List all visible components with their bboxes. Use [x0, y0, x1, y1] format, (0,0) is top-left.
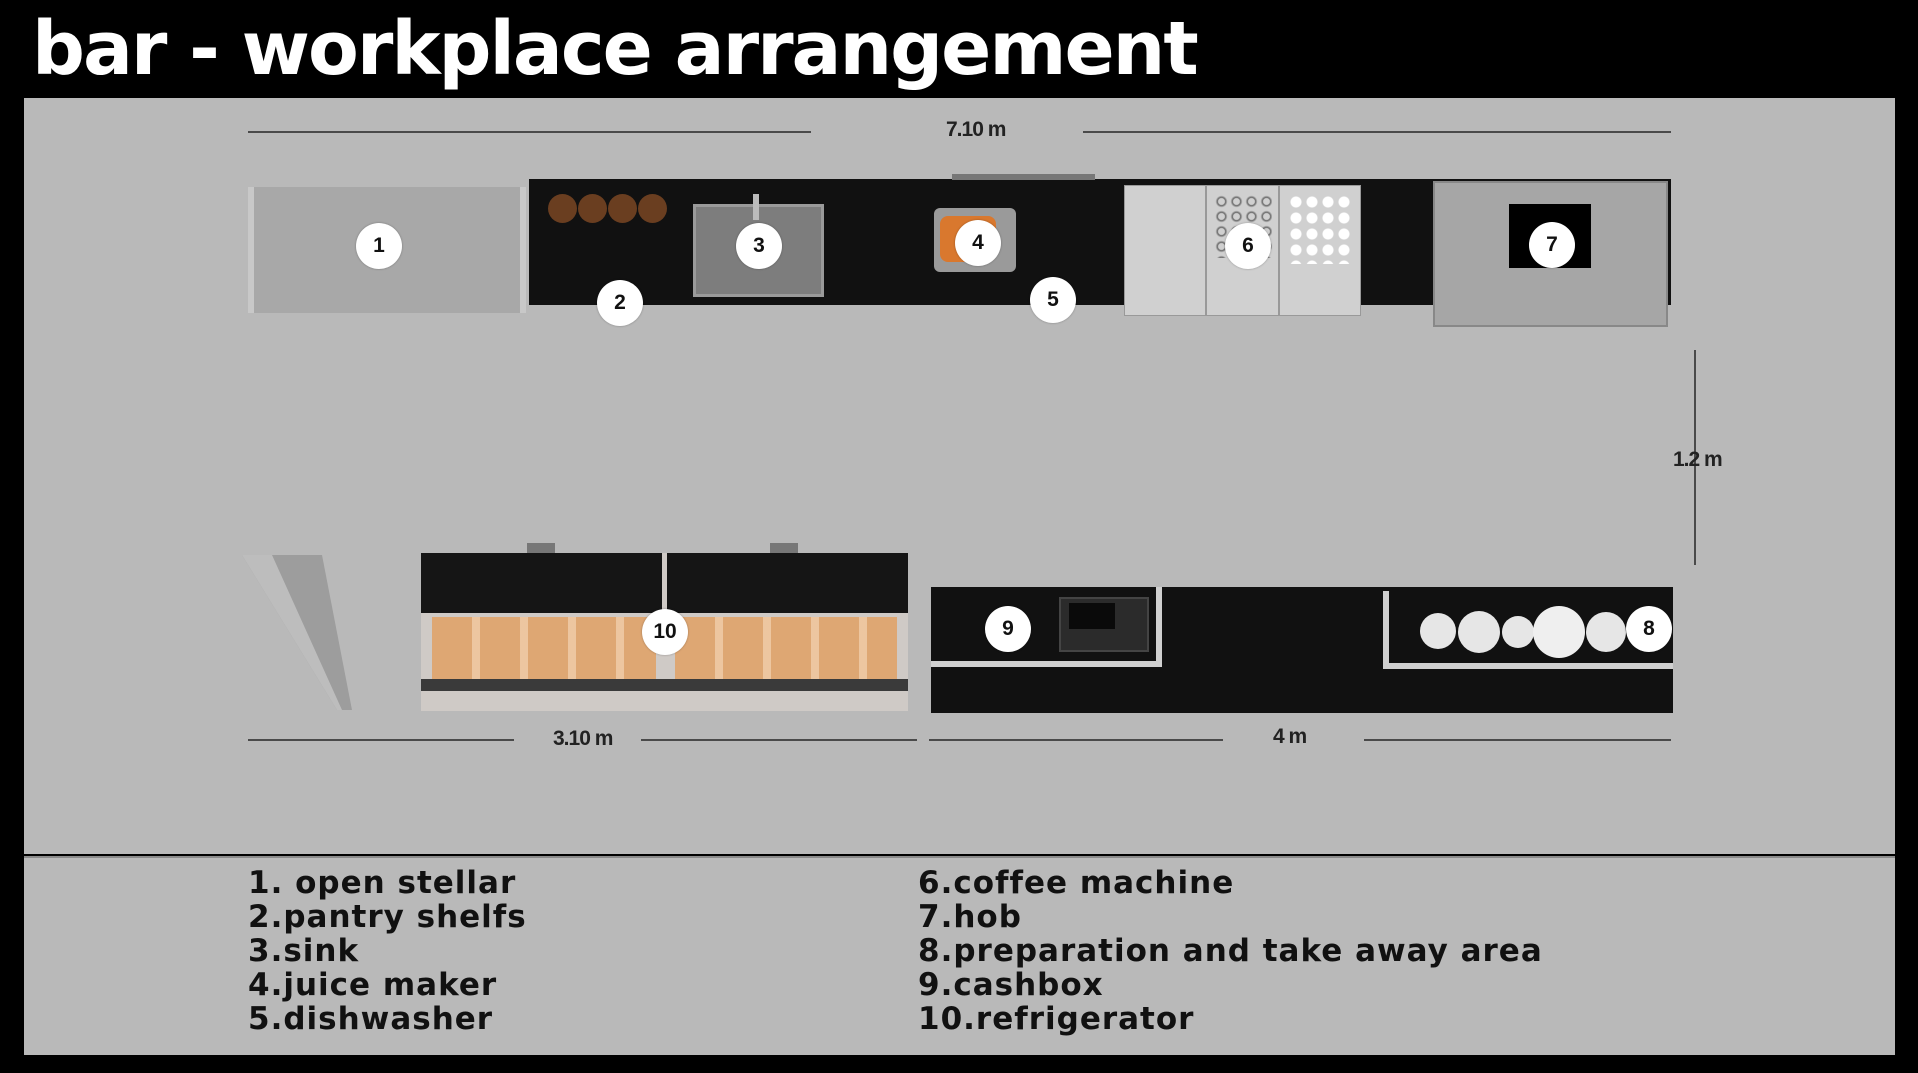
plate-icon [1533, 606, 1585, 658]
counter-edge [952, 174, 1095, 180]
handle-icon [527, 543, 555, 553]
legend-item-4: 4.juice maker [248, 967, 498, 1003]
top-dimension-label: 7.10 m [946, 118, 1006, 141]
marker-2: 2 [597, 280, 643, 326]
bowl-icon [548, 194, 577, 223]
legend-item-5: 5.dishwasher [248, 1001, 494, 1037]
pastries-tray [432, 617, 656, 689]
bowl-icon [608, 194, 637, 223]
refrigerator-lid [421, 553, 662, 613]
bottom-right-dimension-line-b [1364, 739, 1671, 741]
marker-5: 5 [1030, 277, 1076, 323]
refrigerator-lid [667, 553, 908, 613]
bottom-right-dimension-line-a [929, 739, 1223, 741]
marker-10: 10 [642, 609, 688, 655]
top-dimension-line-left [248, 131, 811, 133]
top-dimension-line-right [1083, 131, 1671, 133]
bowl-icon [638, 194, 667, 223]
bottom-left-dimension-label: 3.10 m [553, 727, 613, 750]
plate-icon [1420, 613, 1456, 649]
handle-icon [770, 543, 798, 553]
bowl-icon [578, 194, 607, 223]
legend-item-6: 6.coffee machine [918, 865, 1235, 901]
bottom-left-dimension-line-b [641, 739, 917, 741]
coffee-machine-divider [1278, 185, 1280, 316]
counter-inset [931, 587, 1162, 667]
marker-7: 7 [1529, 222, 1575, 268]
refrigerator-base [421, 679, 908, 691]
legend-item-10: 10.refrigerator [918, 1001, 1195, 1037]
legend-panel [24, 856, 1895, 1055]
page-title: bar - workplace arrangement [32, 6, 1199, 92]
legend-item-1: 1. open stellar [248, 865, 517, 901]
legend-item-9: 9.cashbox [918, 967, 1104, 1003]
plate-icon [1458, 611, 1500, 653]
bottom-left-dimension-line-a [248, 739, 514, 741]
cups-icon [1288, 194, 1352, 264]
legend-item-3: 3.sink [248, 933, 360, 969]
marker-8: 8 [1626, 606, 1672, 652]
marker-3: 3 [736, 223, 782, 269]
counter-inset [1383, 591, 1673, 669]
marker-4: 4 [955, 220, 1001, 266]
coffee-machine-divider [1205, 185, 1207, 316]
aisle-dimension-label: 1.2 m [1673, 448, 1723, 471]
legend-item-2: 2.pantry shelfs [248, 899, 527, 935]
glass-panel [242, 555, 352, 710]
bottom-right-dimension-label: 4 m [1273, 725, 1307, 748]
pastries-tray [675, 617, 897, 689]
legend-item-8: 8.preparation and take away area [918, 933, 1543, 969]
marker-1: 1 [356, 223, 402, 269]
plate-icon [1586, 612, 1626, 652]
marker-9: 9 [985, 606, 1031, 652]
faucet-icon [753, 194, 759, 220]
plate-icon [1502, 616, 1534, 648]
cash-register-screen [1069, 603, 1115, 629]
aisle-dimension-line [1694, 350, 1696, 565]
legend-item-7: 7.hob [918, 899, 1022, 935]
marker-6: 6 [1225, 223, 1271, 269]
